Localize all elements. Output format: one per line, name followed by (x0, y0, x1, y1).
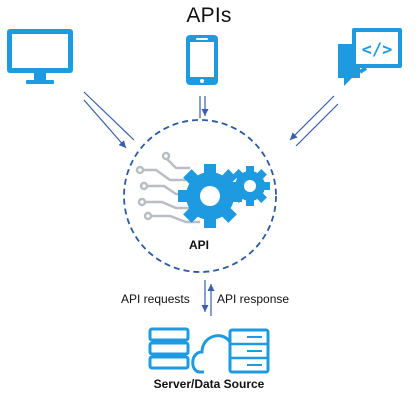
desktop-icon (7, 29, 73, 84)
api-response-label: API response (217, 292, 290, 306)
server-data-source-label: Server/Data Source (153, 377, 265, 391)
diagram-title: APIs (186, 4, 232, 27)
svg-text:</>: </> (362, 40, 393, 60)
smartphone-icon (186, 35, 218, 85)
api-boundary (123, 119, 277, 273)
api-requests-label: API requests (121, 292, 190, 306)
cloud-server-icon (191, 328, 270, 374)
database-icon (148, 327, 190, 370)
device-arrows (83, 91, 339, 149)
request-response-arrows (201, 280, 215, 316)
gears-icon (178, 164, 270, 228)
code-chat-icon: </> (338, 28, 402, 86)
api-label: API (188, 238, 209, 252)
